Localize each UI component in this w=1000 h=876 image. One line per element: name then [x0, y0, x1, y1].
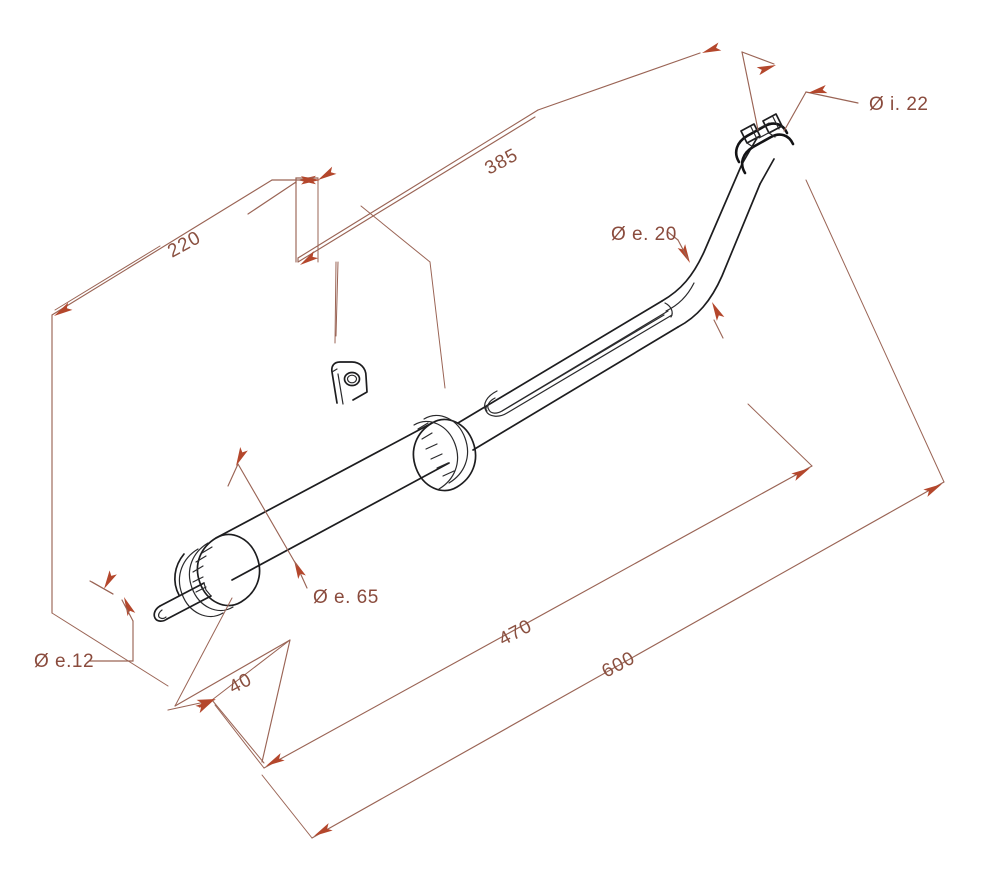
dimension-40: 40 — [167, 597, 291, 763]
dimension-di22: Ø i. 22 — [741, 51, 928, 132]
dimension-de12: Ø e.12 — [34, 570, 136, 672]
dimension-385: 385 — [247, 42, 722, 389]
dimension-label-de20: Ø e. 20 — [611, 224, 677, 245]
inlet-clamp — [734, 113, 795, 175]
dimension-label-di22: Ø i. 22 — [869, 94, 928, 115]
dimension-label-40: 40 — [225, 669, 255, 698]
outlet-tube — [153, 582, 212, 622]
header-pipe — [457, 137, 775, 451]
dimension-label-600: 600 — [598, 648, 638, 683]
dimension-de65: Ø e. 65 — [227, 447, 379, 608]
part-geometry — [153, 113, 795, 622]
dimension-label-de65: Ø e. 65 — [313, 587, 379, 608]
dimension-de20: Ø e. 20 — [611, 224, 725, 339]
dimension-label-de12: Ø e.12 — [34, 651, 94, 672]
dimension-label-220: 220 — [164, 227, 205, 262]
dimension-470: 470 — [211, 403, 813, 770]
dimension-label-385: 385 — [481, 145, 521, 180]
dimension-600: 600 — [261, 179, 945, 840]
mount-bracket — [330, 361, 368, 405]
